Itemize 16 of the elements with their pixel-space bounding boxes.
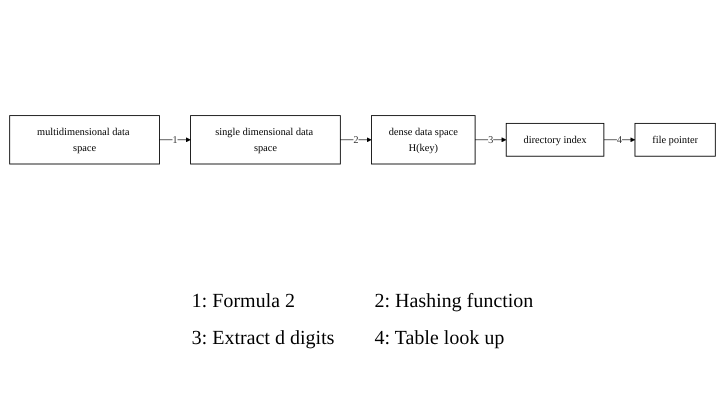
arrow: [159, 137, 191, 143]
legend-note: 1: Formula 2: [192, 290, 296, 313]
edge-label: 3: [488, 134, 494, 146]
node-box: multidimensional data space: [9, 115, 160, 165]
node-box: single dimensional data space: [190, 115, 341, 165]
edge-label: 2: [353, 134, 358, 146]
node-box: file pointer: [634, 123, 716, 157]
legend-note: 2: Hashing function: [374, 290, 534, 313]
legend-note: 3: Extract d digits: [192, 327, 334, 350]
arrow: [604, 137, 636, 143]
arrow: [340, 137, 372, 143]
legend-note: 4: Table look up: [374, 327, 506, 350]
node-box: dense data space H(key): [371, 115, 476, 165]
node-box: directory index: [506, 123, 604, 157]
edge-label: 1: [172, 134, 178, 146]
edge-label: 4: [616, 134, 622, 146]
